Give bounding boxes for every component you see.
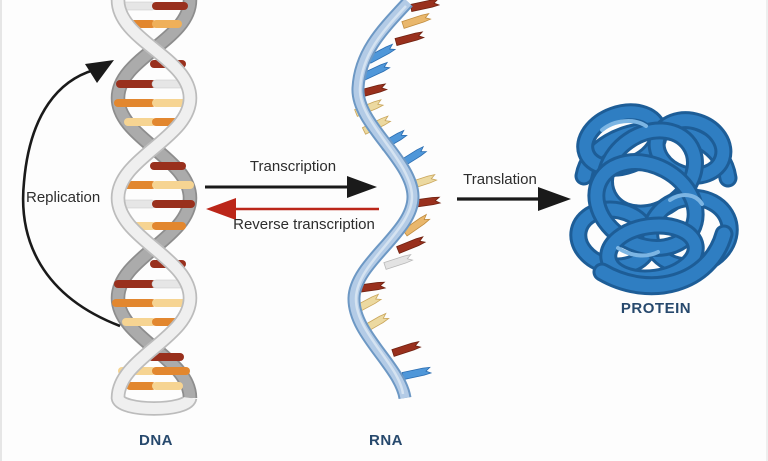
replication-arrowhead	[85, 60, 114, 83]
transcription-arrowhead	[347, 176, 377, 198]
replication-label: Replication	[26, 189, 101, 206]
dna-strand-back	[110, 0, 198, 399]
reverse-transcription-arrowhead	[206, 198, 236, 220]
rna-label: RNA	[369, 432, 403, 449]
protein-blob	[569, 103, 739, 296]
translation-arrowhead	[538, 187, 571, 211]
reverse-transcription-arrow	[206, 198, 379, 220]
rna-base	[383, 253, 414, 270]
dna-base-pair	[119, 1, 188, 11]
rna-base	[396, 235, 426, 254]
rna-base	[391, 340, 422, 357]
rna-strand	[347, 0, 441, 400]
rna-base	[401, 366, 432, 381]
dna-base-pair	[150, 162, 186, 170]
dna-base-pair	[148, 353, 184, 361]
protein-label: PROTEIN	[620, 300, 692, 317]
dna-label: DNA	[139, 432, 173, 449]
replication-arrow	[21, 60, 121, 328]
translation-arrow	[457, 187, 571, 211]
dna-double-helix	[110, 0, 198, 416]
rna-base	[409, 0, 440, 13]
rna-base	[401, 12, 432, 29]
transcription-label: Transcription	[249, 158, 337, 175]
transcription-arrow	[205, 176, 377, 198]
translation-label: Translation	[463, 171, 537, 188]
reverse-transcription-label: Reverse transcription	[233, 216, 375, 233]
rna-base	[394, 30, 425, 46]
dna-base-pair	[126, 382, 183, 390]
